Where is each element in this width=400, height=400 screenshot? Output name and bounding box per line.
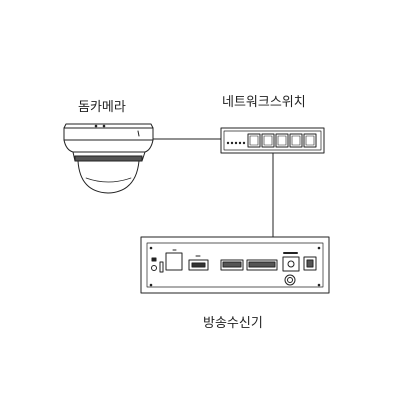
network-switch-label: 네트워크스위치	[222, 95, 306, 110]
network-switch-icon	[220, 127, 325, 154]
dome-camera-icon	[63, 123, 154, 194]
broadcast-receiver-label: 방송수신기	[203, 316, 263, 331]
dome-camera-label: 돔카메라	[78, 100, 126, 115]
broadcast-receiver-icon	[140, 236, 330, 294]
